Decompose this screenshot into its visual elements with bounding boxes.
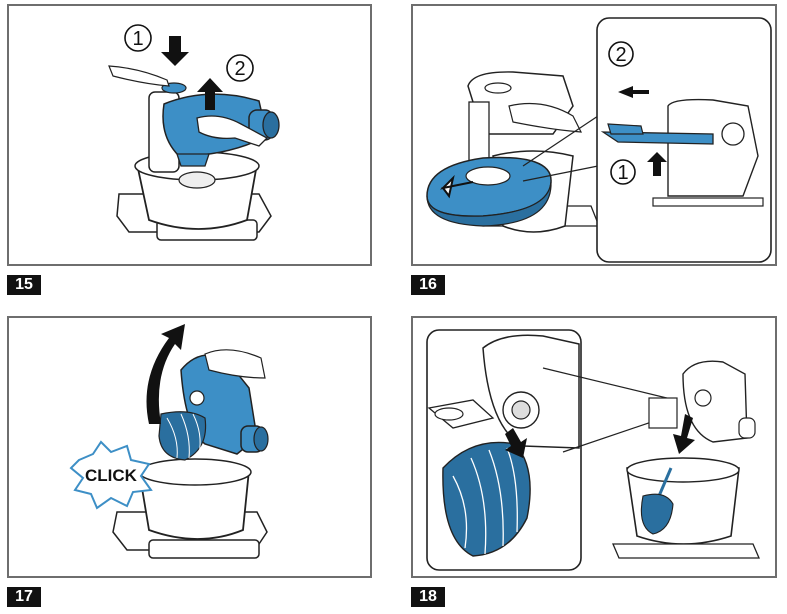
click-callout: CLICK xyxy=(85,466,138,485)
figure-17-panel: CLICK xyxy=(7,316,372,578)
figure-15-panel: 1 2 xyxy=(7,4,372,266)
click-burst xyxy=(69,440,153,510)
step-circle-1 xyxy=(124,24,152,52)
step-number: 2 xyxy=(234,58,245,80)
step-number: 2 xyxy=(615,44,626,66)
step-circle-1 xyxy=(610,159,636,185)
step-circle-2 xyxy=(608,41,634,67)
step-number: 1 xyxy=(132,28,143,50)
figure-number-17: 17 xyxy=(7,587,41,607)
figure-number-18: 18 xyxy=(411,587,445,607)
whisk-attachment xyxy=(442,441,531,557)
figure-number-15: 15 xyxy=(7,275,41,295)
figure-number-16: 16 xyxy=(411,275,445,295)
step-circle-2 xyxy=(226,54,254,82)
figure-17-illustration: CLICK xyxy=(69,324,269,559)
figure-16-panel: 2 1 xyxy=(411,4,777,266)
step-number: 1 xyxy=(617,162,628,184)
splash-guard-lid xyxy=(426,156,552,227)
figure-15-illustration: 1 2 xyxy=(108,24,280,241)
figure-18-illustration xyxy=(426,329,760,571)
figure-16-illustration: 2 1 xyxy=(426,17,772,263)
figure-18-panel xyxy=(411,316,777,578)
